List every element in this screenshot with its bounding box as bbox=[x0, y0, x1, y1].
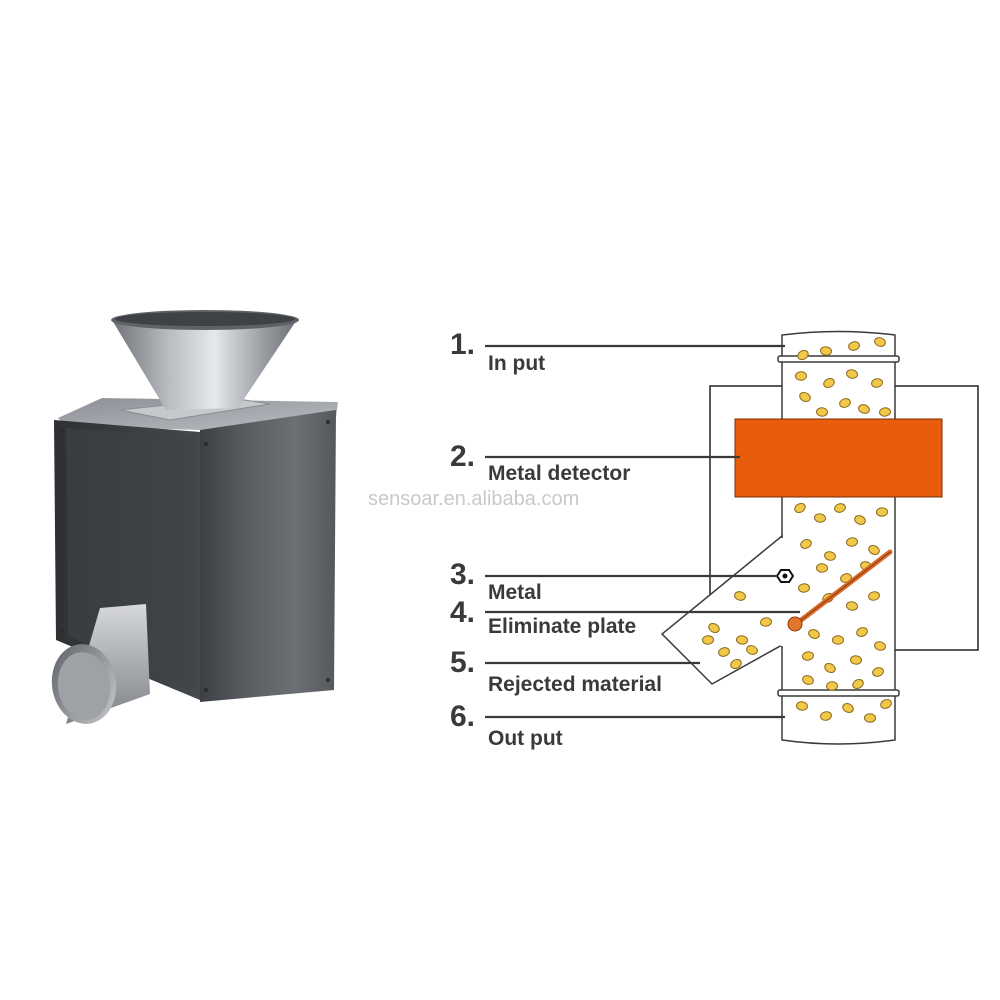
grain-particle bbox=[798, 583, 810, 593]
hopper-funnel bbox=[112, 318, 298, 410]
grain-particle bbox=[760, 617, 772, 627]
grain-particle bbox=[718, 647, 730, 657]
metal-particle-icon bbox=[775, 569, 795, 583]
main-tube bbox=[781, 330, 896, 745]
grain-particle bbox=[839, 398, 851, 408]
legend-label-eliminate-plate: Eliminate plate bbox=[488, 615, 637, 638]
grain-particle bbox=[848, 341, 860, 351]
grain-particle bbox=[823, 378, 835, 388]
machine-front-face bbox=[200, 410, 336, 702]
grain-particle bbox=[824, 551, 836, 561]
grain-particle bbox=[800, 539, 812, 549]
legend-label-metal-detector: Metal detector bbox=[488, 462, 631, 485]
grain-particle bbox=[871, 378, 883, 388]
grain-particle bbox=[816, 563, 828, 573]
grain-particle bbox=[824, 662, 836, 674]
grain-particle bbox=[872, 667, 884, 677]
grain-particle bbox=[794, 502, 806, 514]
metal-detector-block bbox=[734, 418, 943, 498]
grain-particle bbox=[808, 629, 820, 639]
grain-particle bbox=[795, 371, 807, 381]
grain-particle bbox=[832, 635, 844, 645]
watermark-text: sensoar.en.alibaba.com bbox=[368, 488, 580, 510]
grain-particle bbox=[874, 337, 886, 347]
grain-particle bbox=[702, 635, 714, 645]
grain-particle bbox=[820, 346, 832, 356]
grain-particle bbox=[852, 679, 864, 689]
grain-particle bbox=[854, 515, 866, 525]
legend-number-6: 6. bbox=[450, 700, 476, 733]
grain-particle bbox=[734, 591, 746, 601]
legend-number-4: 4. bbox=[450, 596, 476, 629]
grain-particle bbox=[746, 645, 758, 655]
legend-label-input: In put bbox=[488, 352, 546, 375]
grain-particle bbox=[868, 545, 880, 555]
eliminate-plate-pivot bbox=[787, 616, 803, 632]
legend-number-1: 1. bbox=[450, 328, 476, 361]
grain-particle bbox=[868, 591, 880, 601]
grain-particle bbox=[826, 681, 838, 691]
grain-particle bbox=[802, 675, 814, 685]
legend-label-metal: Metal bbox=[488, 581, 542, 604]
grain-particle bbox=[850, 655, 862, 665]
legend-label-rejected-material: Rejected material bbox=[488, 673, 662, 696]
grain-particle bbox=[864, 713, 876, 723]
grain-particle bbox=[834, 503, 846, 513]
grain-particle bbox=[736, 635, 748, 645]
grain-particle bbox=[816, 407, 828, 417]
legend-number-5: 5. bbox=[450, 646, 476, 679]
tube-clamps bbox=[777, 355, 900, 697]
grain-particle bbox=[802, 651, 814, 661]
grain-particle bbox=[797, 349, 809, 361]
control-wiring bbox=[709, 385, 979, 651]
grain-particle bbox=[799, 392, 811, 402]
grain-particle bbox=[879, 407, 891, 417]
grain-particle bbox=[820, 711, 832, 721]
legend-label-output: Out put bbox=[488, 727, 563, 750]
grain-particle bbox=[874, 641, 886, 651]
grain-particle bbox=[880, 699, 892, 709]
leader-lines bbox=[485, 344, 800, 719]
grain-particle bbox=[842, 703, 854, 713]
grain-particle bbox=[856, 627, 868, 637]
grain-particle bbox=[708, 622, 720, 634]
reject-chute bbox=[660, 534, 783, 685]
legend-number-3: 3. bbox=[450, 558, 476, 591]
grain-particle bbox=[858, 404, 870, 414]
grain-particle bbox=[846, 537, 858, 547]
grain-particle bbox=[846, 601, 858, 611]
grain-particle bbox=[876, 507, 888, 517]
grain-particle bbox=[814, 513, 826, 523]
grain-particle bbox=[730, 659, 742, 669]
grain-particle bbox=[846, 369, 858, 379]
legend-number-2: 2. bbox=[450, 440, 476, 473]
grain-particle bbox=[796, 701, 808, 711]
